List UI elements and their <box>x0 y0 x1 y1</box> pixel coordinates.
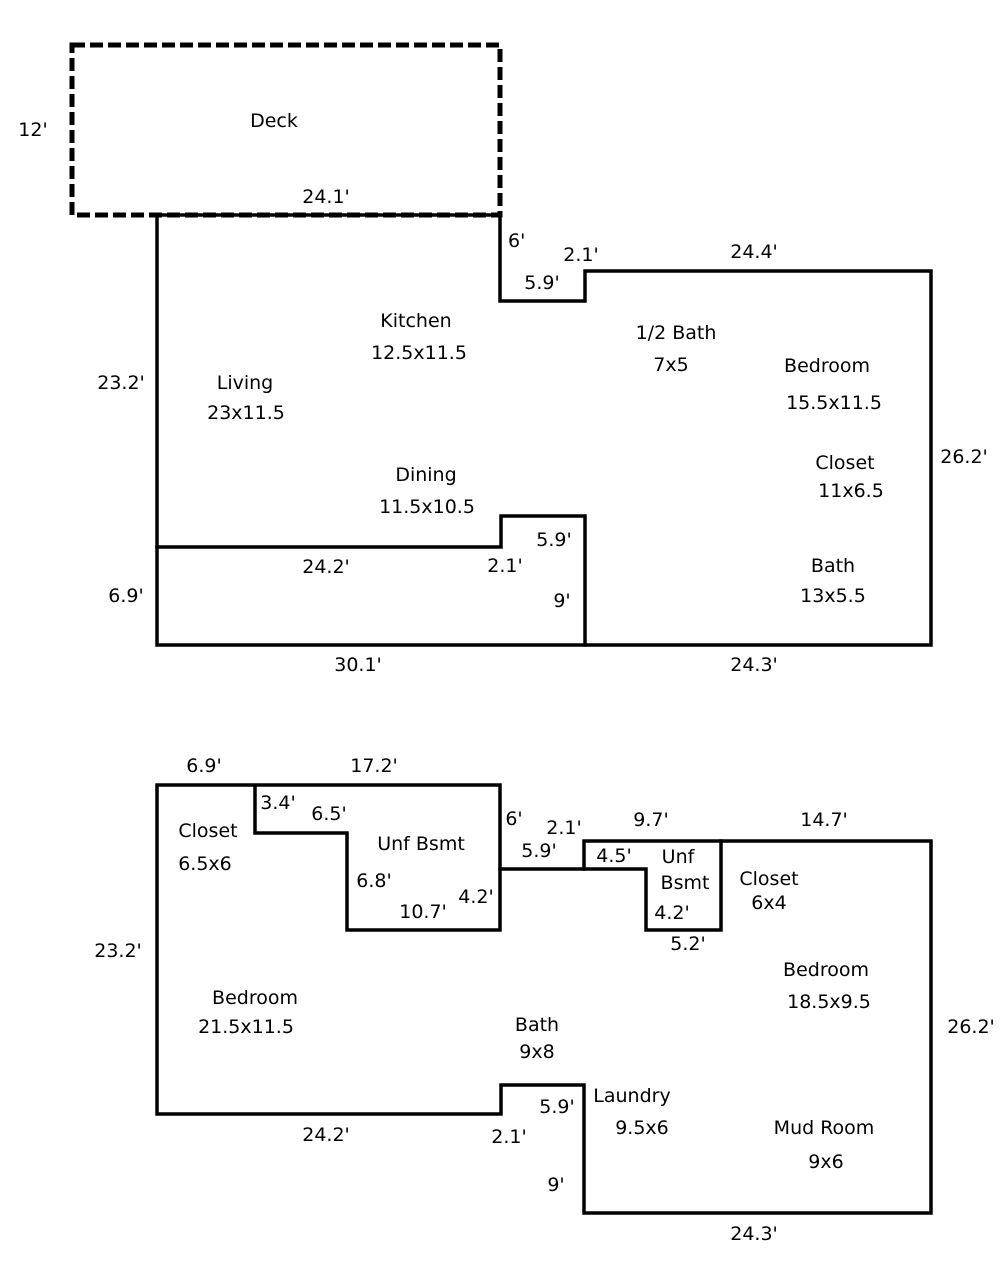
unf-bsmt-right-label-2: Bsmt <box>661 872 710 894</box>
living-size: 23x11.5 <box>207 402 285 424</box>
dim-step-c: 6.8' <box>356 870 391 892</box>
bath-size: 9x8 <box>519 1041 554 1063</box>
dim-bottom-right: 24.3' <box>730 654 778 676</box>
dim-bsmt-b: 4.2' <box>654 902 689 924</box>
dim-right: 26.2' <box>947 1016 995 1038</box>
bedroom-left-size: 21.5x11.5 <box>198 1016 294 1038</box>
dim-deck-width: 24.1' <box>302 186 350 208</box>
closet-right-size: 6x4 <box>751 892 786 914</box>
kitchen-label: Kitchen <box>380 310 451 332</box>
dim-notch-small: 2.1' <box>546 817 581 839</box>
dim-notch-bottom-small: 2.1' <box>487 555 522 577</box>
bedroom-label: Bedroom <box>784 355 870 377</box>
bedroom-size: 15.5x11.5 <box>786 392 882 414</box>
dim-notch-top-small: 2.1' <box>563 244 598 266</box>
closet-left-size: 6.5x6 <box>178 853 232 875</box>
bath-size: 13x5.5 <box>800 585 866 607</box>
laundry-label: Laundry <box>593 1085 670 1107</box>
dim-top-left: 6.9' <box>186 755 221 777</box>
dim-notch-top-vertical: 6' <box>508 230 525 252</box>
dim-right: 26.2' <box>940 446 988 468</box>
kitchen-size: 12.5x11.5 <box>371 342 467 364</box>
dim-bsmt-c: 5.2' <box>670 933 705 955</box>
bedroom-right-size: 18.5x9.5 <box>787 991 871 1013</box>
dim-deck-depth: 12' <box>18 119 47 141</box>
dim-left: 23.2' <box>94 940 142 962</box>
dim-mid-wall: 24.2' <box>302 556 350 578</box>
dim-bsmt-a: 4.5' <box>596 845 631 867</box>
half-bath-label: 1/2 Bath <box>636 322 717 344</box>
dim-notch-horizontal: 5.9' <box>521 840 556 862</box>
main-floor-inner-wall <box>155 514 587 647</box>
bedroom-left-label: Bedroom <box>212 987 298 1009</box>
dim-top-mid: 17.2' <box>350 755 398 777</box>
dim-step-a: 3.4' <box>260 792 295 814</box>
bath-label: Bath <box>515 1014 559 1036</box>
dim-bottom-right: 24.3' <box>730 1223 778 1245</box>
dim-bottom-left: 24.2' <box>302 1124 350 1146</box>
dining-label: Dining <box>395 464 456 486</box>
dim-notch-top-horizontal: 5.9' <box>524 272 559 294</box>
deck-label: Deck <box>250 110 298 132</box>
bedroom-right-label: Bedroom <box>783 959 869 981</box>
dining-size: 11.5x10.5 <box>379 496 475 518</box>
dim-notch-bottom-horizontal: 5.9' <box>539 1096 574 1118</box>
closet-size: 11x6.5 <box>818 480 884 502</box>
lower-floor-bsmt-wall <box>498 839 723 932</box>
dim-step-e: 4.2' <box>458 886 493 908</box>
dim-step-b: 6.5' <box>311 803 346 825</box>
main-floor-outline <box>155 213 933 647</box>
main-floor: Deck Kitchen 12.5x11.5 Living 23x11.5 Di… <box>18 42 988 676</box>
dim-left-upper: 23.2' <box>97 372 145 394</box>
dim-bottom-left: 30.1' <box>334 654 382 676</box>
mud-room-label: Mud Room <box>774 1117 875 1139</box>
closet-label: Closet <box>815 452 874 474</box>
unf-bsmt-right-label-1: Unf <box>662 846 696 868</box>
lower-floor-outline <box>155 783 933 1215</box>
closet-right-label: Closet <box>739 868 798 890</box>
dim-top-right: 24.4' <box>730 241 778 263</box>
dim-notch-bottom-vertical: 9' <box>547 1174 564 1196</box>
dim-notch-vertical: 6' <box>505 808 522 830</box>
living-label: Living <box>217 372 274 394</box>
closet-left-label: Closet <box>178 820 237 842</box>
laundry-size: 9.5x6 <box>615 1117 669 1139</box>
dim-notch-bottom-horizontal: 5.9' <box>536 529 571 551</box>
unf-bsmt-left-label: Unf Bsmt <box>377 833 465 855</box>
dim-left-lower: 6.9' <box>108 585 143 607</box>
dim-step-d: 10.7' <box>399 901 447 923</box>
dim-notch-bottom-vertical: 9' <box>553 590 570 612</box>
dim-right-top-a: 9.7' <box>633 809 668 831</box>
dim-notch-bottom-small: 2.1' <box>491 1126 526 1148</box>
lower-floor: Closet 6.5x6 Unf Bsmt Unf Bsmt Closet 6x… <box>94 755 995 1245</box>
dim-right-top-b: 14.7' <box>800 809 848 831</box>
mud-room-size: 9x6 <box>808 1151 843 1173</box>
half-bath-size: 7x5 <box>653 354 688 376</box>
bath-label: Bath <box>811 555 855 577</box>
